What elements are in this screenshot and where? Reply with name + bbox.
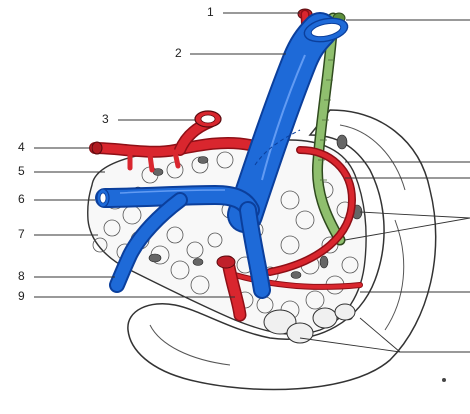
label-7: 7 <box>18 228 25 240</box>
label-4: 4 <box>18 141 25 153</box>
speck <box>442 378 446 382</box>
label-3: 3 <box>102 113 109 125</box>
label-2: 2 <box>175 47 182 59</box>
label-5: 5 <box>18 165 25 177</box>
label-6: 6 <box>18 193 25 205</box>
label-9: 9 <box>18 290 25 302</box>
label-8: 8 <box>18 270 25 282</box>
label-1: 1 <box>207 6 214 18</box>
